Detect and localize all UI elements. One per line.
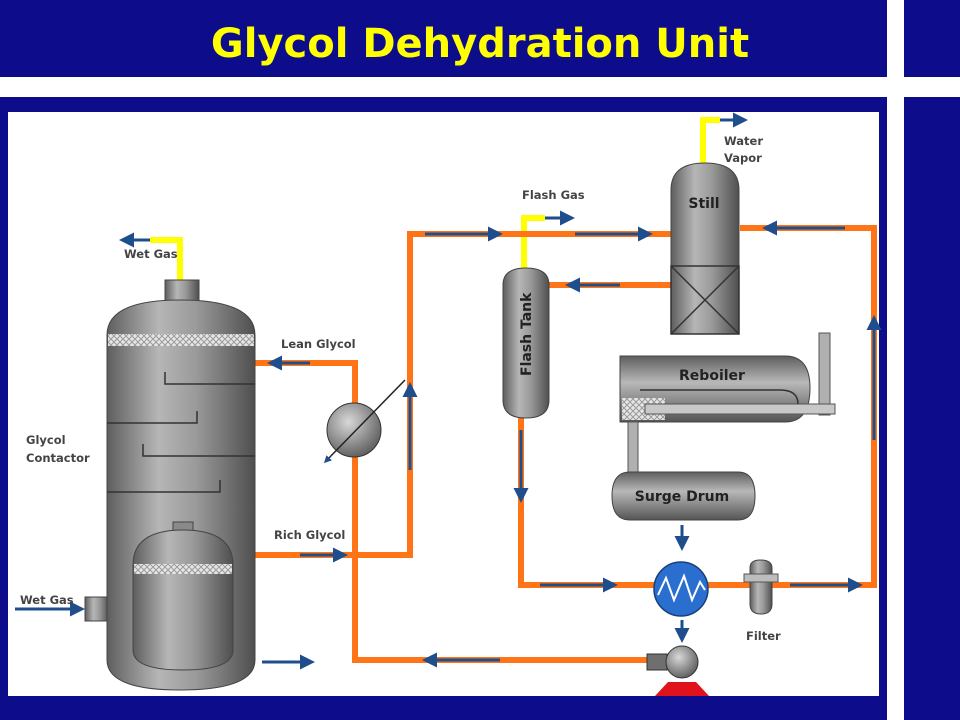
- flash-gas-line: [521, 215, 545, 272]
- wet-gas-inlet-label: Wet Gas: [20, 593, 74, 607]
- glycol-contactor-label-line2: Contactor: [26, 451, 90, 465]
- wet-gas-outlet-label: Wet Gas: [124, 247, 178, 261]
- lean-glycol-label: Lean Glycol: [281, 337, 356, 351]
- rich-glycol-label: Rich Glycol: [274, 528, 345, 542]
- glycol-contactor-label-line1: Glycol: [26, 433, 66, 447]
- filter: [743, 559, 779, 615]
- reboiler: Reboiler: [619, 332, 836, 473]
- pump-base: [655, 682, 709, 696]
- flash-tank-label: Flash Tank: [519, 292, 535, 376]
- gas-flow-arrows: [119, 112, 748, 248]
- title-bar: [0, 0, 887, 77]
- gas-lines: [150, 117, 720, 283]
- flow-arrows: [15, 220, 882, 670]
- slide-title: Glycol Dehydration Unit: [210, 21, 750, 67]
- still-packing: [670, 265, 740, 335]
- contactor-mist-pad: [108, 334, 254, 346]
- lean-rich-exchanger: [653, 561, 709, 617]
- fire-tube: [644, 403, 836, 415]
- still-label: Still: [688, 196, 719, 212]
- glycol-gas-exchanger: [323, 379, 406, 464]
- contactor-inlet-nozzle: [84, 596, 110, 622]
- surge-drum-label: Surge Drum: [635, 489, 729, 505]
- flash-gas-label: Flash Gas: [522, 188, 585, 202]
- reboiler-stack: [818, 332, 831, 416]
- glycol-contactor: [84, 279, 256, 691]
- still: Still: [670, 162, 740, 335]
- right-decor-bar-top: [904, 0, 960, 77]
- scrubber-mist-pad: [134, 564, 232, 574]
- stream-labels: Water Vapor Flash Gas Wet Gas Lean Glyco…: [20, 134, 781, 643]
- inlet-scrubber: [132, 529, 234, 671]
- filter-label: Filter: [746, 629, 781, 643]
- water-vapor-line: [700, 117, 720, 165]
- right-decor-bar: [904, 97, 960, 720]
- flash-tank: Flash Tank: [502, 267, 550, 419]
- water-vapor-label-line1: Water: [724, 134, 763, 148]
- water-vapor-label-line2: Vapor: [724, 151, 762, 165]
- contactor-trays: [107, 372, 255, 493]
- surge-drum: Surge Drum: [611, 471, 756, 521]
- reboiler-label: Reboiler: [679, 368, 745, 384]
- glycol-pump: [646, 645, 709, 696]
- wet-gas-outlet-line: [150, 237, 183, 283]
